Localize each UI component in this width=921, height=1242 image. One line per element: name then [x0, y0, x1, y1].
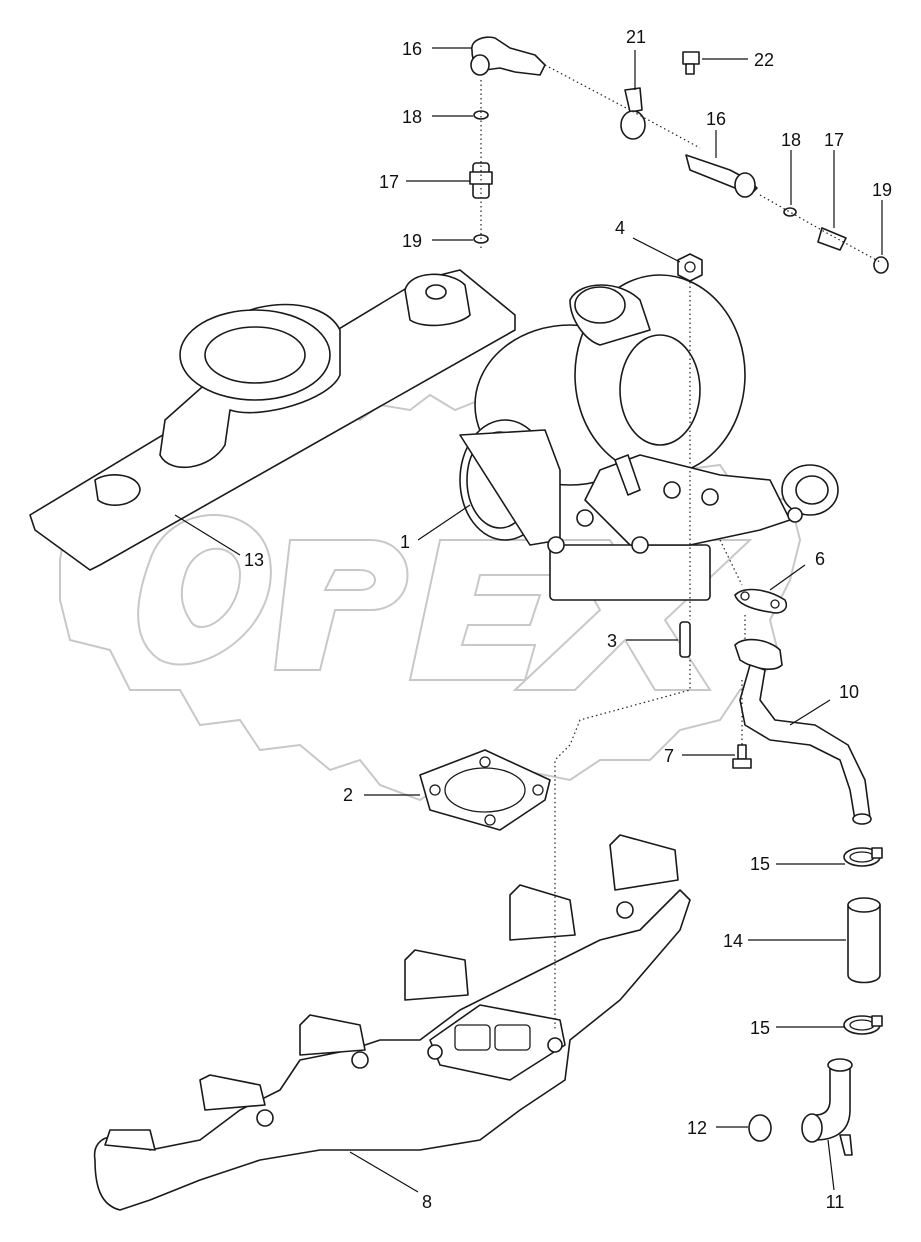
part-10-drain-pipe: [734, 638, 872, 825]
part-11-elbow-pipe: [801, 1058, 853, 1156]
part-7-bolt: [732, 744, 752, 769]
watermark-letter-e: [408, 539, 562, 681]
callout-8: 8: [422, 1192, 432, 1212]
part-4-nut: [677, 253, 703, 282]
callout-2: 2: [343, 785, 353, 805]
callout-19-left: 19: [402, 231, 422, 251]
part-17-adapter-left: [469, 162, 493, 199]
part-2-gasket: [419, 749, 551, 831]
callout-10: 10: [839, 682, 859, 702]
part-13-plate: [29, 269, 516, 571]
part-17-adapter-right: [817, 227, 847, 251]
callout-7: 7: [664, 746, 674, 766]
callout-16-left: 16: [402, 39, 422, 59]
watermark-letter-p: [273, 539, 409, 671]
callout-12: 12: [687, 1118, 707, 1138]
callout-13: 13: [244, 550, 264, 570]
callout-labels: 16 18 17 19 21 22 16 18 17 19 4 1 13 3 6…: [244, 27, 892, 1212]
assembly-lines: [480, 64, 881, 1030]
callout-19-right: 19: [872, 180, 892, 200]
part-16-banjo-fitting-left: [470, 36, 546, 76]
callout-15-lower: 15: [750, 1018, 770, 1038]
callout-18-left: 18: [402, 107, 422, 127]
callout-1: 1: [400, 532, 410, 552]
callout-16-right: 16: [706, 109, 726, 129]
part-22-bolt: [682, 51, 700, 75]
part-1-turbocharger: [459, 274, 839, 601]
part-18-washer-right: [783, 207, 797, 217]
part-3-stud: [679, 621, 691, 658]
part-6-flange-gasket: [734, 588, 788, 614]
part-16-banjo-fitting-right: [685, 154, 758, 198]
part-15-upper-clamp: [843, 847, 883, 867]
part-19-washer-right: [873, 256, 889, 274]
part-12-o-ring: [748, 1114, 772, 1142]
callout-17-left: 17: [379, 172, 399, 192]
part-8-exhaust-manifold: [93, 834, 691, 1211]
callout-22: 22: [754, 50, 774, 70]
callout-4: 4: [615, 218, 625, 238]
watermark-letter-o: [137, 514, 272, 666]
callout-21: 21: [626, 27, 646, 47]
callout-14: 14: [723, 931, 743, 951]
callout-15-upper: 15: [750, 854, 770, 874]
callout-18-right: 18: [781, 130, 801, 150]
part-15-lower-clamp: [843, 1015, 883, 1035]
part-18-washer-left: [473, 110, 489, 120]
callout-11: 11: [826, 1192, 845, 1212]
callout-3: 3: [607, 631, 617, 651]
callout-17-right: 17: [824, 130, 844, 150]
callout-6: 6: [815, 549, 825, 569]
part-21-pipe-clip: [620, 87, 646, 140]
leader-lines: [174, 47, 883, 1193]
part-14-hose: [847, 897, 881, 984]
